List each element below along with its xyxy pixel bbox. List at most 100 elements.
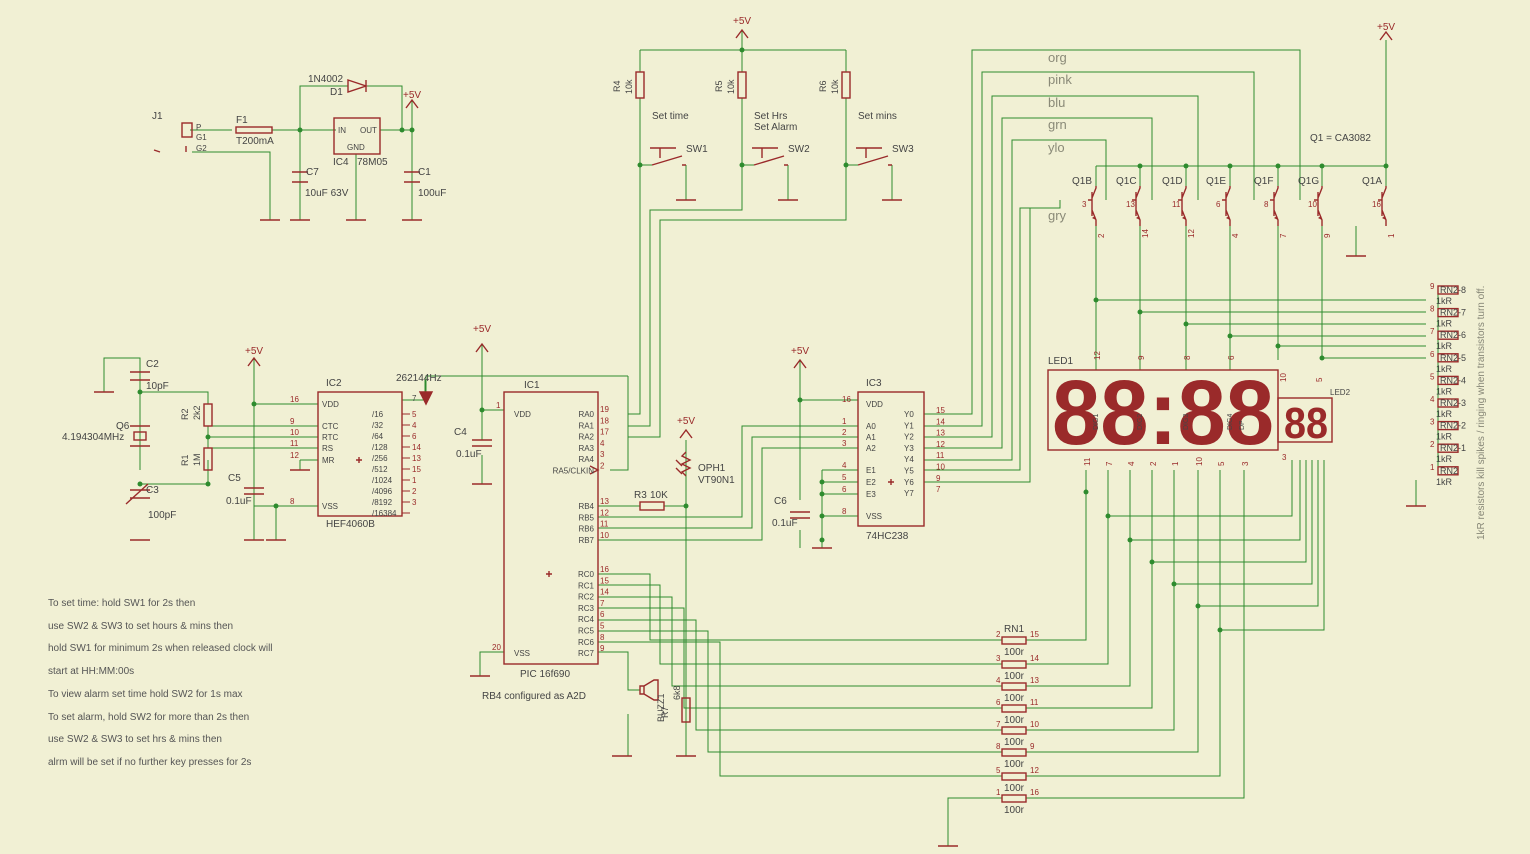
sw1-label: SW1 xyxy=(686,144,708,155)
ic1-pin-number: 5 xyxy=(600,622,605,631)
wire-color-label: pink xyxy=(1048,72,1072,87)
ic1-pin-number: 10 xyxy=(600,531,609,540)
ic2-pin-name: MR xyxy=(322,456,335,465)
ic3-pin-number: 15 xyxy=(936,406,945,415)
ic3-pin-number: 13 xyxy=(936,429,945,438)
q6-crystal xyxy=(133,431,147,441)
supply-label: +5V xyxy=(403,90,421,101)
r6-value: 10k xyxy=(830,79,840,94)
ic1-pin-number: 6 xyxy=(600,610,605,619)
ic1-pin-number: 17 xyxy=(600,428,609,437)
ic1-pin-number: 13 xyxy=(600,497,609,506)
c1-capacitor xyxy=(404,171,420,183)
d1-label: D1 xyxy=(330,87,343,98)
r2-label: R2 xyxy=(180,408,190,420)
oph1-label: OPH1 xyxy=(698,463,726,474)
ic3-pin-number: 7 xyxy=(936,485,941,494)
led1-top-pin: 6 xyxy=(1227,355,1236,360)
rn1-value: 100r xyxy=(1004,737,1025,748)
r5-resistor xyxy=(737,71,747,99)
ic3-labels: IC3 74HC238 C6 0.1uF xyxy=(772,378,909,542)
rn2-label: RN2-8 xyxy=(1440,285,1466,295)
c3-label: C3 xyxy=(146,485,159,496)
ic1-pin-name: RA5/CLKIN xyxy=(553,467,595,476)
transistor-pin: 9 xyxy=(1323,233,1332,238)
ic3-pin-name: Y1 xyxy=(904,421,914,430)
rn2-value: 1kR xyxy=(1436,477,1453,487)
power-labels: J1 P G1 G2 F1 T200mA 1N4002 D1 IN OUT GN… xyxy=(152,74,446,199)
ic3-pin-name: E2 xyxy=(866,478,876,487)
oscillator-parts xyxy=(125,371,264,505)
rn2-value: 1kR xyxy=(1436,364,1453,374)
ic1-pin-number: 20 xyxy=(492,643,501,652)
ic2-pin-name: RS xyxy=(322,444,333,453)
ic3-pin-name: Y6 xyxy=(904,478,914,487)
ic2-pin-number: 6 xyxy=(412,432,417,441)
ic1-pin-name: RB6 xyxy=(578,525,594,534)
ic4-pin-in: IN xyxy=(338,126,346,135)
ic3-pin-name: A2 xyxy=(866,444,876,453)
r3-resistor xyxy=(639,501,665,511)
c3-capacitor xyxy=(125,483,150,505)
ic2-pin-name: /32 xyxy=(372,421,384,430)
transistor-pin: 7 xyxy=(1279,233,1288,238)
instruction-line: To set time: hold SW1 for 2s then xyxy=(48,598,196,609)
led2-digits: 88 xyxy=(1284,399,1328,448)
ic3-pin-name: E3 xyxy=(866,490,876,499)
r7-value: 6k8 xyxy=(672,685,682,700)
r1-resistor xyxy=(203,447,213,471)
led2-bottom-pin: 3 xyxy=(1282,453,1287,462)
j1-pin-p: P xyxy=(196,123,201,132)
ic1-pin-name: VSS xyxy=(514,649,530,658)
ic2-pin-number: 16 xyxy=(290,395,299,404)
rn1-pin-left: 8 xyxy=(996,742,1001,751)
ic2-pin-name: /8192 xyxy=(372,498,393,507)
ic3-pin-number: 11 xyxy=(936,451,945,460)
ic3-pin-number: 8 xyxy=(842,507,847,516)
rn1-label: RN1 xyxy=(1004,624,1024,635)
transistor-pin: 3 xyxy=(1082,200,1087,209)
ic2-pin-number: 13 xyxy=(412,454,421,463)
r4-resistor xyxy=(635,71,645,99)
j1-pin-g2: G2 xyxy=(196,144,207,153)
rn2-value: 1kR xyxy=(1436,386,1453,396)
ic1-value: PIC 16f690 xyxy=(520,669,570,680)
ic1-pin-name: RC1 xyxy=(578,581,595,590)
oph1-value: VT90N1 xyxy=(698,475,735,486)
sw2-label: SW2 xyxy=(788,144,810,155)
c7-label: C7 xyxy=(306,167,319,178)
ic1-pin-name: VDD xyxy=(514,410,531,419)
supply-labels: +5V +5V +5V +5V +5V +5V +5V xyxy=(245,16,1395,427)
sw1-switch xyxy=(650,147,686,166)
f1-label: F1 xyxy=(236,115,248,126)
ic1-pin-name: RB4 xyxy=(578,502,594,511)
led1-bottom-pin: 3 xyxy=(1241,461,1250,466)
instruction-line: use SW2 & SW3 to set hours & mins then xyxy=(48,621,234,632)
ic3-pin-number: 14 xyxy=(936,417,945,426)
ic3-pin-number: 10 xyxy=(936,463,945,472)
rn1-pin-left: 3 xyxy=(996,654,1001,663)
led1-segment-label: DIG1 xyxy=(1093,414,1100,430)
ic2-pin-number: 2 xyxy=(412,487,417,496)
transistor-label: Q1D xyxy=(1162,176,1183,187)
j1-pin xyxy=(153,146,187,153)
ic2-pin-name: VSS xyxy=(322,502,338,511)
ic3-pin-name: VDD xyxy=(866,400,883,409)
transistor-pin: 13 xyxy=(1126,200,1135,209)
rn2-pin: 4 xyxy=(1430,395,1435,404)
ic3-chip xyxy=(790,391,925,527)
led1-label: LED1 xyxy=(1048,356,1073,367)
c6-label: C6 xyxy=(774,496,787,507)
ic1-chip xyxy=(503,391,600,665)
instruction-line: start at HH:MM:00s xyxy=(48,666,135,677)
